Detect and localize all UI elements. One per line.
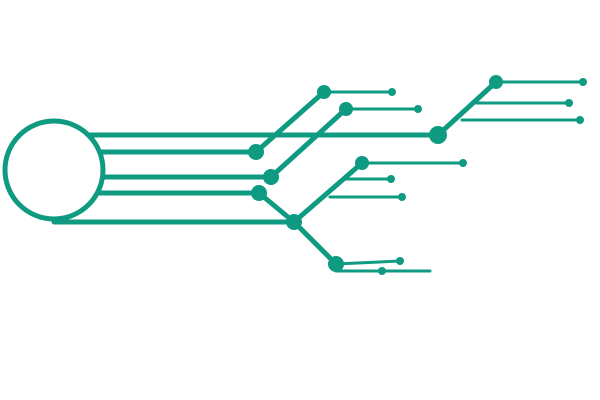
junction-node [355, 156, 369, 170]
endpoint-node [579, 78, 587, 86]
trace-end-d1 [334, 259, 402, 266]
junction-node [286, 214, 302, 230]
endpoint-node [387, 175, 395, 183]
trace-branch-upper-b [268, 106, 349, 180]
junction-node [263, 169, 279, 185]
endpoint-node [414, 105, 422, 113]
junction-node [251, 185, 267, 201]
endpoint-node [398, 193, 406, 201]
junction-node [339, 102, 353, 116]
endpoint-node [565, 99, 573, 107]
endpoint-node [378, 267, 386, 275]
endpoint-node [576, 116, 584, 124]
circuit-hub-ring [2, 118, 106, 222]
trace-branch-mid-up [291, 160, 365, 225]
circuit-nodes [248, 75, 587, 275]
junction-node [248, 144, 264, 160]
junction-node [429, 126, 447, 144]
junction-node [328, 256, 344, 272]
endpoint-node [459, 159, 467, 167]
endpoint-node [388, 88, 396, 96]
junction-node [489, 75, 503, 89]
trace-branch-upper-a [253, 89, 327, 155]
trace-branch-mid-down [291, 219, 339, 267]
junction-node [317, 85, 331, 99]
circuit-traces [51, 79, 499, 267]
trace-branch-right [435, 79, 499, 138]
endpoint-node [396, 257, 404, 265]
circuit-thin-traces [322, 80, 585, 273]
